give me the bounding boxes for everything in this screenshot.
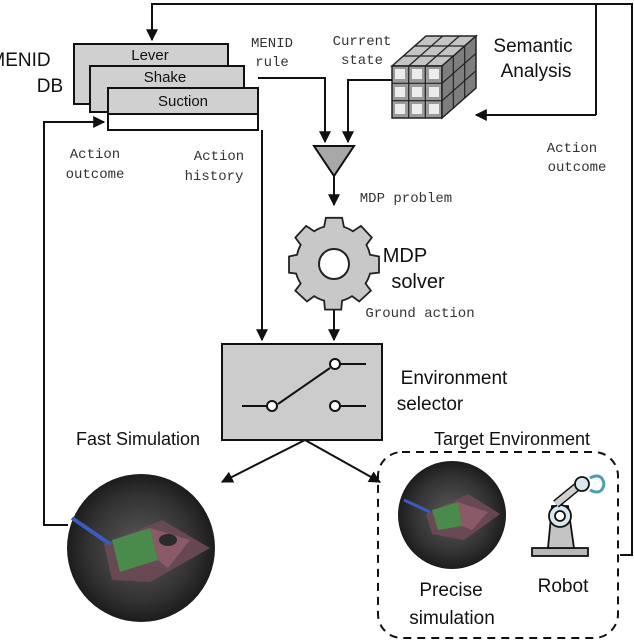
funnel-icon xyxy=(312,145,356,178)
db-card-suction-label: Suction xyxy=(158,93,208,110)
target-environment-panel: Target Environment Precise simulation Ro… xyxy=(377,429,619,639)
fast-simulation-image xyxy=(67,474,215,622)
semantic-analysis-line2: Analysis xyxy=(501,61,572,82)
action-outcome-right-line2: outcome xyxy=(548,160,607,176)
action-history-line1: Action xyxy=(194,149,244,165)
db-card-lever-label: Lever xyxy=(131,47,169,64)
menid-db-title-line1: MENID xyxy=(0,50,51,71)
fast-simulation-label: Fast Simulation xyxy=(76,429,200,449)
menid-db-title-line2: DB xyxy=(37,76,63,97)
menid-rule-label-line1: MENID xyxy=(251,36,293,52)
mdp-problem-label: MDP problem xyxy=(360,191,452,207)
precise-simulation-line1: Precise xyxy=(419,580,482,601)
env-selector-line2: selector xyxy=(397,394,464,415)
action-outcome-left-line2: outcome xyxy=(66,167,125,183)
action-outcome-left-line1: Action xyxy=(70,147,120,163)
env-selector-line1: Environment xyxy=(401,368,508,389)
current-state-label-line1: Current xyxy=(333,34,392,50)
menid-db: MENID DB Lever Shake Suction xyxy=(0,43,259,131)
edge-menid-rule xyxy=(258,77,331,144)
ground-action-label: Ground action xyxy=(365,306,474,322)
edge-to-fast-sim xyxy=(220,439,306,483)
target-environment-label: Target Environment xyxy=(434,429,590,449)
precise-simulation-line2: simulation xyxy=(409,608,495,629)
db-card-suction: Suction xyxy=(107,87,259,131)
edge-to-target-env xyxy=(304,439,382,483)
edge-current-state xyxy=(342,79,392,144)
action-history-line2: history xyxy=(185,169,244,185)
current-state-label-line2: state xyxy=(341,53,383,69)
switch-icon xyxy=(242,358,366,412)
menid-rule-label-line2: rule xyxy=(255,55,289,71)
environment-selector xyxy=(221,343,383,441)
edges xyxy=(43,3,633,556)
semantic-analysis-cube-icon xyxy=(390,34,478,120)
edge-fast-sim-outcome xyxy=(43,116,106,526)
precise-simulation-image xyxy=(398,461,506,569)
db-card-shake-label: Shake xyxy=(144,69,187,86)
mdp-solver-line2: solver xyxy=(391,271,445,293)
edge-outcome-to-db-top xyxy=(146,3,633,556)
semantic-analysis-line1: Semantic xyxy=(493,36,572,57)
mdp-solver-line1: MDP xyxy=(383,245,427,267)
robot-icon xyxy=(531,474,606,557)
robot-label: Robot xyxy=(538,576,589,597)
gear-icon xyxy=(288,216,380,311)
action-outcome-right-line1: Action xyxy=(547,141,597,157)
